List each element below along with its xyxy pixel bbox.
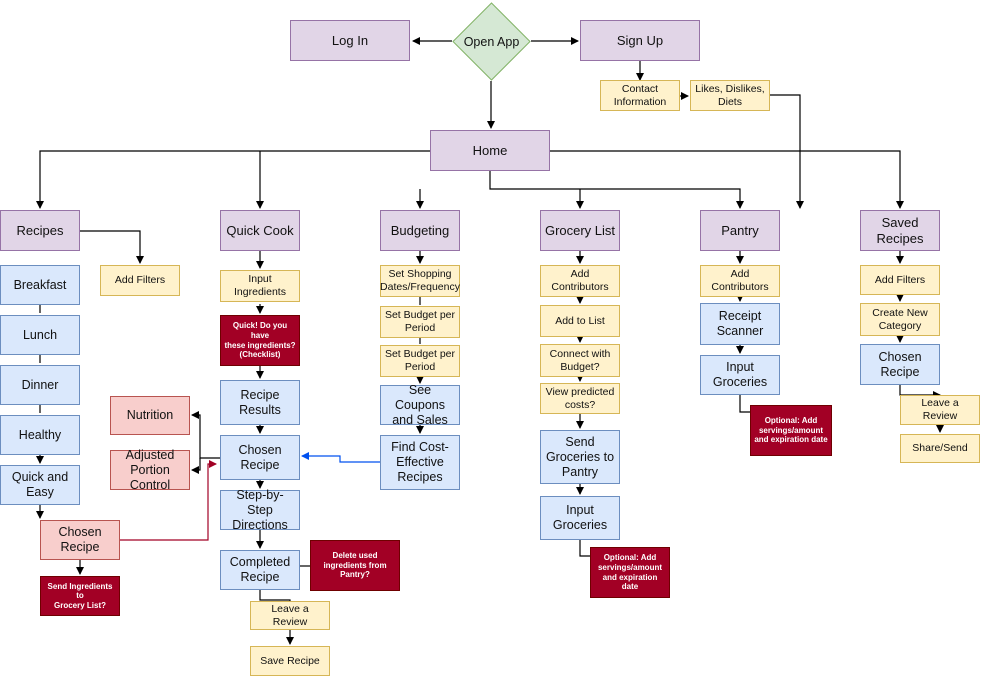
pantry-input-groceries-node[interactable]: Input Groceries	[700, 355, 780, 395]
save-recipe-node[interactable]: Save Recipe	[250, 646, 330, 676]
quick-and-easy-node[interactable]: Quick and Easy	[0, 465, 80, 505]
view-predicted-costs-node[interactable]: View predicted costs?	[540, 383, 620, 414]
gl-add-contributors-node[interactable]: Add Contributors	[540, 265, 620, 297]
edge-input-optional	[579, 540, 590, 557]
edge-home-recipes	[36, 150, 430, 209]
create-new-category-node[interactable]: Create New Category	[860, 303, 940, 336]
edge-likes-saved	[770, 94, 804, 209]
log-in-node[interactable]: Log In	[290, 20, 410, 61]
saved-recipes-node[interactable]: Saved Recipes	[860, 210, 940, 251]
pantry-node[interactable]: Pantry	[700, 210, 780, 251]
pantry-add-contributors-node[interactable]: Add Contributors	[700, 265, 780, 297]
open-app-decision[interactable]: Open App	[452, 2, 531, 81]
budgeting-node[interactable]: Budgeting	[380, 210, 460, 251]
recipes-add-filters-node[interactable]: Add Filters	[100, 265, 180, 296]
quick-cook-node[interactable]: Quick Cook	[220, 210, 300, 251]
adjusted-portion-control-node[interactable]: Adjusted Portion Control	[110, 448, 190, 492]
edge-input-pantryoptional	[739, 395, 750, 413]
lunch-node[interactable]: Lunch	[0, 315, 80, 355]
gl-input-groceries-node[interactable]: Input Groceries	[540, 496, 620, 540]
step-by-step-node[interactable]: Step-by-Step Directions	[220, 488, 300, 532]
saved-chosen-recipe-node[interactable]: Chosen Recipe	[860, 344, 940, 385]
recipes-node[interactable]: Recipes	[0, 210, 80, 251]
see-coupons-node[interactable]: See Coupons and Sales	[380, 383, 460, 427]
send-groceries-pantry-node[interactable]: Send Groceries to Pantry	[540, 430, 620, 484]
pantry-optional-node[interactable]: Optional: Add servings/amount and expira…	[750, 405, 832, 456]
home-node[interactable]: Home	[430, 130, 550, 171]
edge-chosen-review	[899, 385, 941, 399]
set-shopping-dates-node[interactable]: Set Shopping Dates/Frequency	[380, 265, 460, 297]
edge-home-saved	[550, 150, 904, 209]
share-send-node[interactable]: Share/Send	[900, 434, 980, 463]
quick-checklist-node[interactable]: Quick! Do you have these ingredients? (C…	[220, 315, 300, 366]
send-ingredients-node[interactable]: Send Ingredients to Grocery List?	[40, 576, 120, 616]
diamond-shape	[452, 2, 531, 81]
saved-leave-review-node[interactable]: Leave a Review	[900, 395, 980, 425]
breakfast-node[interactable]: Breakfast	[0, 265, 80, 305]
open-app-label: Open App	[463, 34, 520, 49]
qc-chosen-recipe-node[interactable]: Chosen Recipe	[220, 435, 300, 480]
edge-chosen-nutrition	[191, 411, 220, 459]
edge-recipes-filters	[80, 230, 144, 264]
contact-information-node[interactable]: Contact Information	[600, 80, 680, 111]
add-to-list-node[interactable]: Add to List	[540, 305, 620, 337]
saved-add-filters-node[interactable]: Add Filters	[860, 265, 940, 295]
edge-chosen-portion	[191, 458, 201, 474]
receipt-scanner-node[interactable]: Receipt Scanner	[700, 303, 780, 345]
connect-with-budget-node[interactable]: Connect with Budget?	[540, 344, 620, 377]
healthy-node[interactable]: Healthy	[0, 415, 80, 455]
qc-leave-review-node[interactable]: Leave a Review	[250, 601, 330, 630]
set-budget-2-node[interactable]: Set Budget per Period	[380, 345, 460, 377]
sign-up-node[interactable]: Sign Up	[580, 20, 700, 61]
input-ingredients-node[interactable]: Input Ingredients	[220, 270, 300, 302]
edge-home-branch	[489, 170, 744, 209]
find-cost-effective-node[interactable]: Find Cost- Effective Recipes	[380, 435, 460, 490]
nutrition-node[interactable]: Nutrition	[110, 396, 190, 435]
edge-recipechosen-qc-red	[120, 460, 217, 541]
dinner-node[interactable]: Dinner	[0, 365, 80, 405]
likes-dislikes-diets-node[interactable]: Likes, Dislikes, Diets	[690, 80, 770, 111]
recipe-results-node[interactable]: Recipe Results	[220, 380, 300, 425]
completed-recipe-node[interactable]: Completed Recipe	[220, 550, 300, 590]
recipes-chosen-recipe-node[interactable]: Chosen Recipe	[40, 520, 120, 560]
set-budget-1-node[interactable]: Set Budget per Period	[380, 306, 460, 338]
delete-used-ingredients-node[interactable]: Delete used ingredients from Pantry?	[310, 540, 400, 591]
edge-find-chosen-blue	[301, 452, 380, 463]
grocery-list-node[interactable]: Grocery List	[540, 210, 620, 251]
gl-optional-node[interactable]: Optional: Add servings/amount and expira…	[590, 547, 670, 598]
